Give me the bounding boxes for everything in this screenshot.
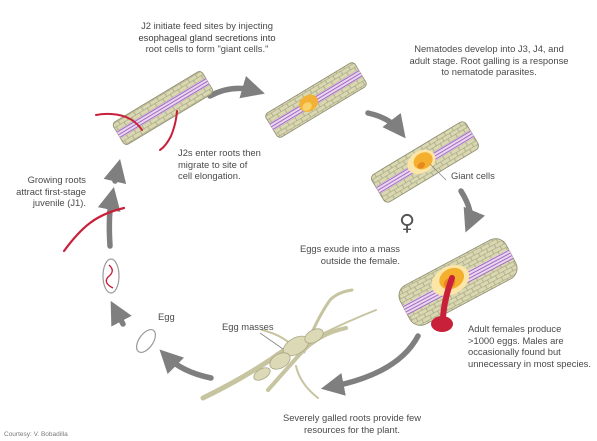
courtesy-credit: Courtesy: V. Bobadilla <box>4 431 68 438</box>
root-adult-female <box>395 234 522 329</box>
egg-with-juvenile <box>103 259 119 293</box>
arrow-egg-to-juvenile <box>115 309 123 324</box>
caption-growing-roots: Growing roots attract first-stage juveni… <box>0 174 86 209</box>
caption-adult-females: Adult females produce >1000 eggs. Males … <box>468 323 596 369</box>
arrow-feed-to-develop <box>210 88 256 96</box>
arrow-develop-to-giant-cells <box>368 113 400 131</box>
j1-juvenile <box>64 208 124 251</box>
arrow-roots-up <box>115 168 118 181</box>
arrow-juvenile-to-roots <box>109 196 112 246</box>
caption-eggs-exude: Eggs exude into a mass outside the femal… <box>262 243 400 266</box>
caption-galled-roots: Severely galled roots provide few resour… <box>252 412 452 435</box>
caption-nematodes-develop: Nematodes develop into J3, J4, and adult… <box>380 43 597 78</box>
caption-j2-enter-roots: J2s enter roots then migrate to site of … <box>178 147 288 182</box>
arrow-female-to-egg-masses <box>330 336 418 387</box>
single-egg <box>133 326 159 355</box>
arrow-giant-cells-to-female <box>461 191 470 224</box>
root-feeding-site <box>264 61 368 139</box>
root-j2-entry <box>112 70 215 146</box>
caption-giant-cells: Giant cells <box>451 170 531 182</box>
arrow-egg-masses-to-egg <box>166 356 211 378</box>
caption-egg: Egg <box>158 311 198 323</box>
egg-mass-sac <box>431 316 453 332</box>
female-symbol: ♀ <box>399 213 415 235</box>
egg-mass-galls <box>252 326 326 383</box>
caption-j2-feed-sites: J2 initiate feed sites by injecting esop… <box>102 20 312 55</box>
caption-egg-masses: Egg masses <box>222 321 302 333</box>
